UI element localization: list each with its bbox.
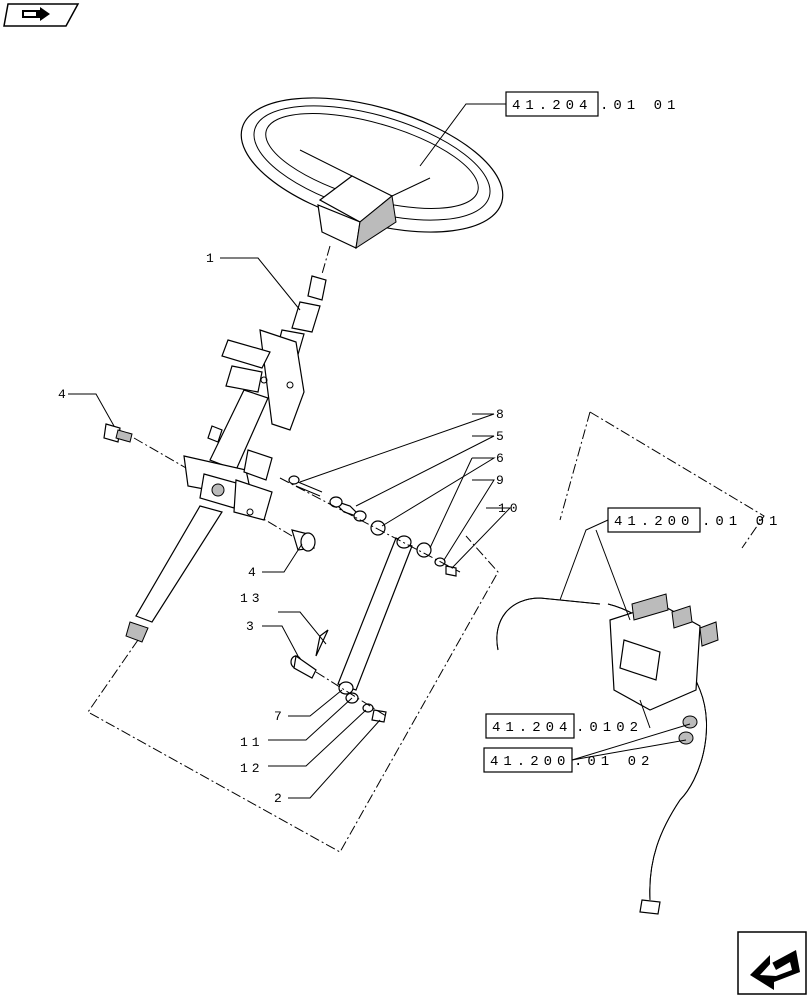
steering-column [125,275,327,643]
ref-unit-3-rest: .01 02 [574,754,654,770]
ref-steering-unit-rest: .01 01 [702,514,782,530]
steering-wheel [240,97,504,250]
ref-unit-3[interactable]: 41.200 .01 02 [483,747,654,773]
cotter-pin-13 [315,629,329,657]
screw-2 [371,709,387,723]
callout-10: 10 [498,501,522,516]
ref-steering-wheel[interactable]: 41.204 .01 01 [505,91,680,117]
spacer-6b [416,542,432,558]
back-button[interactable] [3,3,80,27]
callout-6: 6 [496,451,508,466]
callout-11: 11 [240,735,264,750]
ref-steering-wheel-box: 41.204 [512,98,592,114]
callout-1: 1 [206,251,218,266]
callout-7: 7 [274,709,286,724]
callout-3: 3 [246,619,258,634]
bushing-5 [329,496,367,522]
ref-unit-2-rest: .0102 [576,720,643,736]
forward-button[interactable] [737,931,807,995]
ref-unit-3-box: 41.200 [490,754,570,770]
bolt-4-upper [103,423,133,443]
ref-steering-unit-box: 41.200 [614,514,694,530]
ref-steering-wheel-rest: .01 01 [600,98,680,114]
callout-13: 13 [240,591,264,606]
spacer-6a [370,520,386,536]
callout-4-lower: 4 [248,565,260,580]
callout-5: 5 [496,429,508,444]
bolt-4-lower [291,529,316,552]
ref-unit-2-box: 41.204 [492,720,572,736]
pin-8 [288,475,323,497]
callout-2: 2 [274,791,286,806]
ref-steering-unit[interactable]: 41.200 .01 01 [607,507,782,533]
arrow-right-icon [22,7,50,21]
callout-12: 12 [240,761,264,776]
callout-4-upper: 4 [58,387,70,402]
ref-unit-2[interactable]: 41.204 .0102 [485,713,643,739]
link-7 [337,535,413,695]
arrow-left-icon [750,950,800,990]
steering-unit [496,593,719,915]
pin-3 [290,654,317,679]
callout-9: 9 [496,473,508,488]
callout-8: 8 [496,407,508,422]
